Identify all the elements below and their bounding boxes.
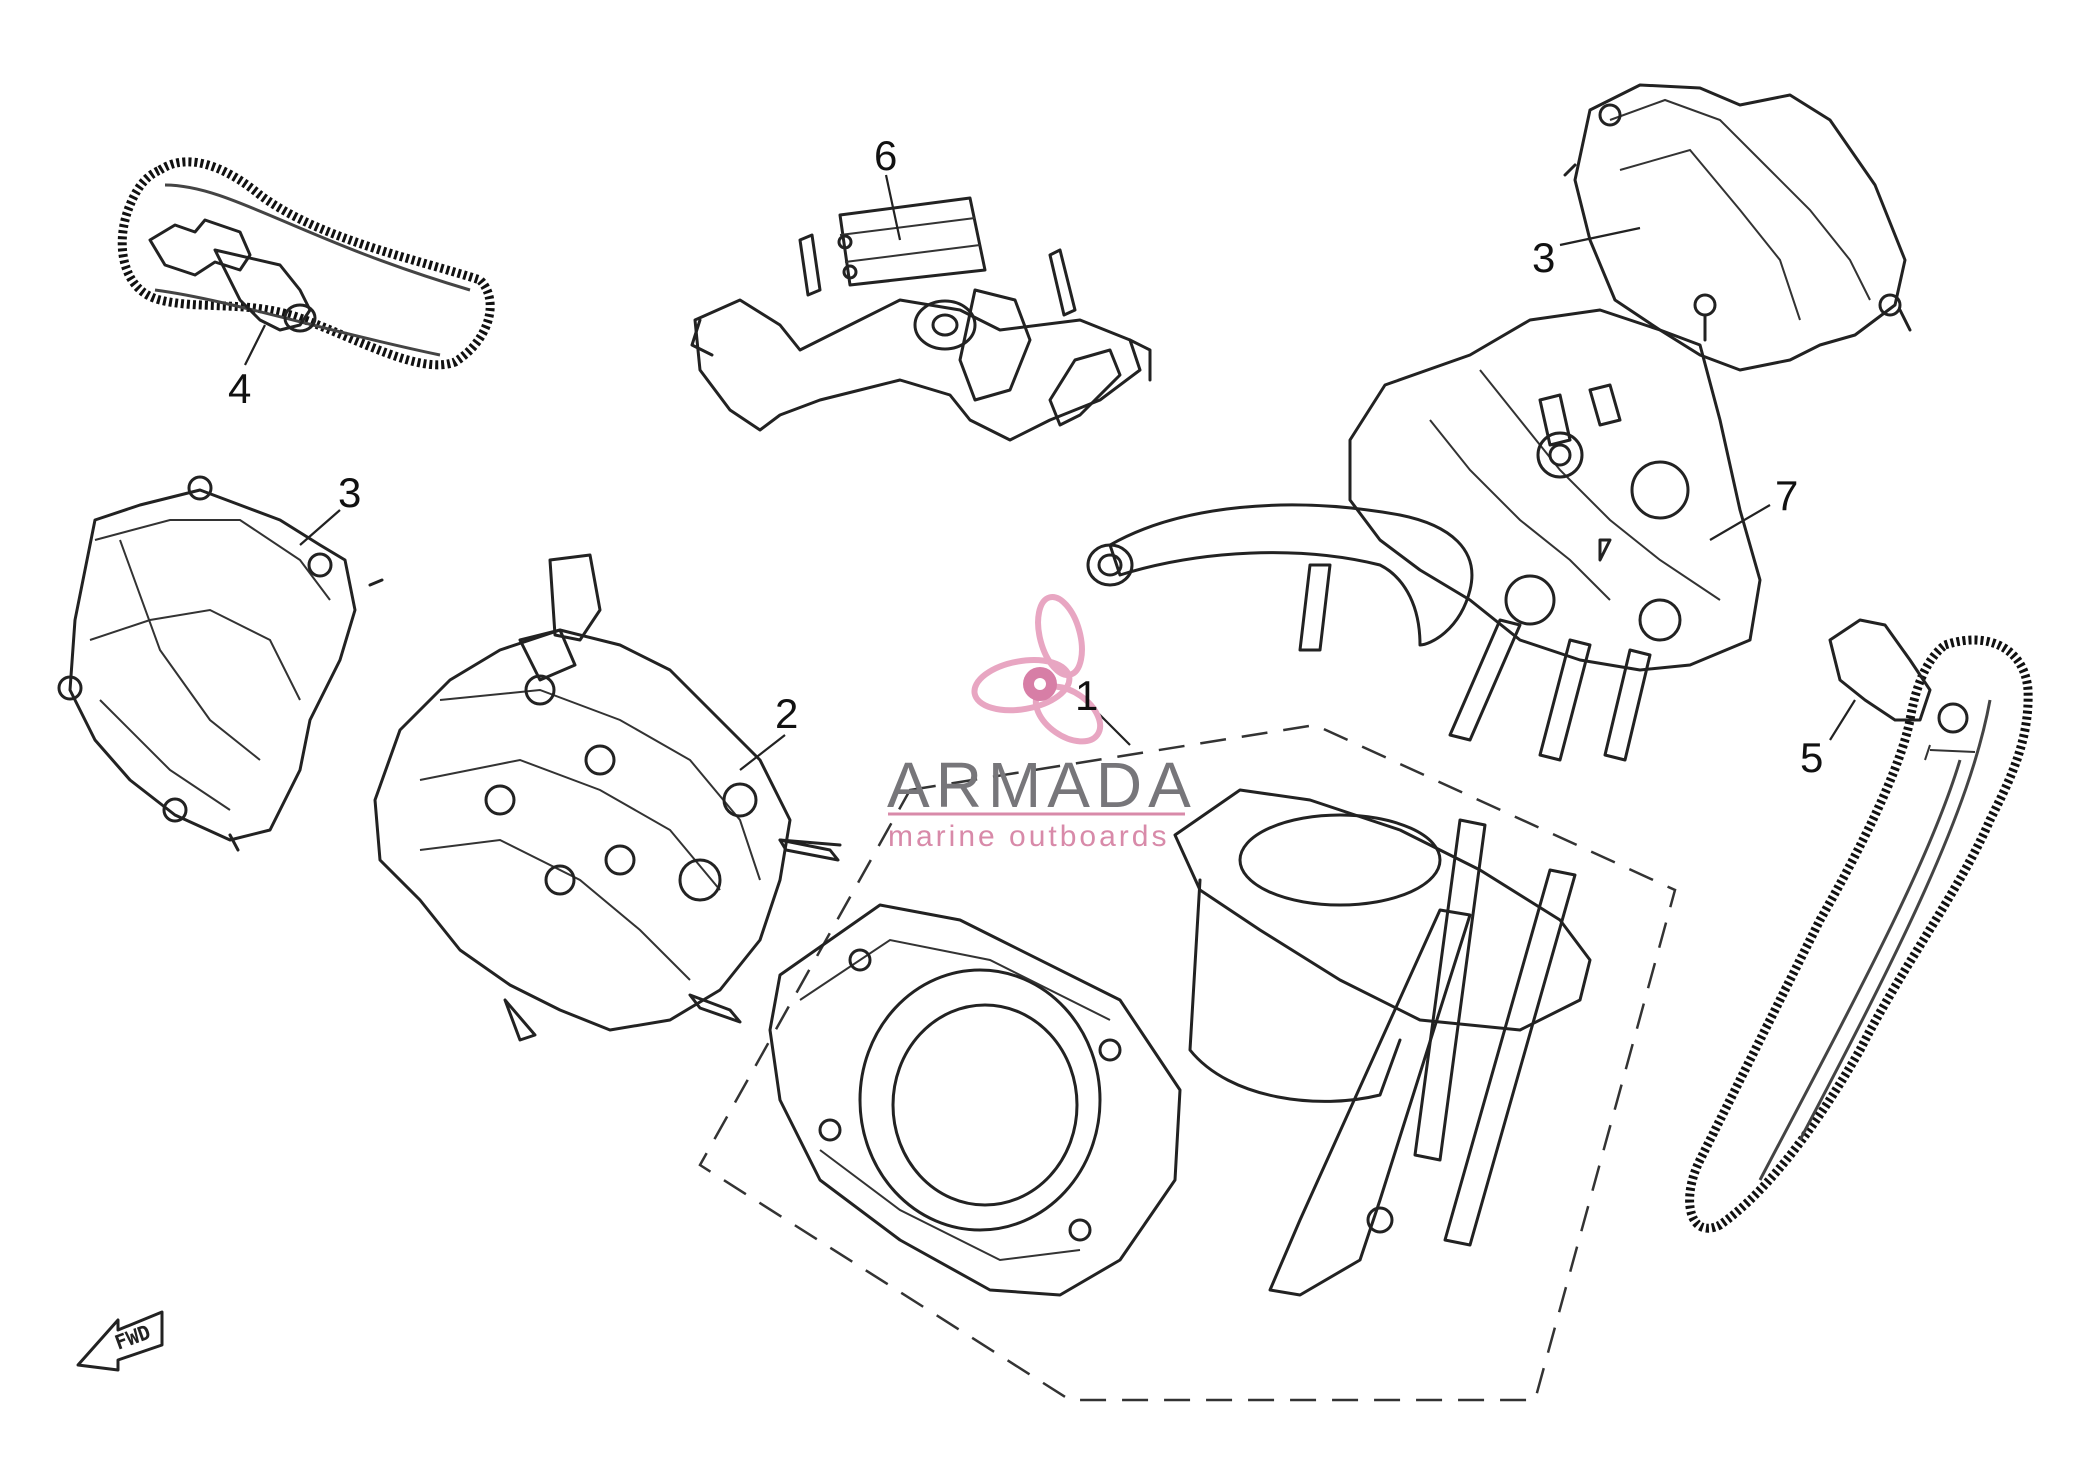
callout-4: 4 (228, 365, 251, 412)
part-cylinder-sleeve-and-chain-guides (1173, 788, 1592, 1297)
callout-6: 6 (874, 132, 897, 179)
part-cylinder-head-left (373, 553, 842, 1042)
callout-3-right: 3 (1532, 234, 1555, 281)
part-group-1-outline (698, 723, 1677, 1402)
watermark-brand: ARMADA (887, 749, 1197, 821)
callout-7: 7 (1775, 472, 1798, 519)
watermark-logo: ARMADA marine outboards (887, 594, 1197, 853)
part-valve-cover-right (1559, 83, 1912, 372)
callout-2: 2 (775, 690, 798, 737)
part-camshaft-chain-right (1685, 618, 2033, 1233)
part-cylinder-block (768, 903, 1182, 1297)
callout-1: 1 (1075, 672, 1098, 719)
part-cylinder-head-right (1086, 308, 1771, 762)
fwd-direction-arrow-icon: FWD (76, 1310, 164, 1372)
callout-5: 5 (1800, 734, 1823, 781)
part-intake-manifold (690, 174, 1152, 442)
propeller-icon (971, 594, 1104, 745)
watermark-tagline: marine outboards (888, 820, 1169, 853)
part-camshaft-chain-left (117, 157, 495, 370)
part-valve-cover-left (57, 475, 384, 852)
callout-3-left: 3 (338, 469, 361, 516)
